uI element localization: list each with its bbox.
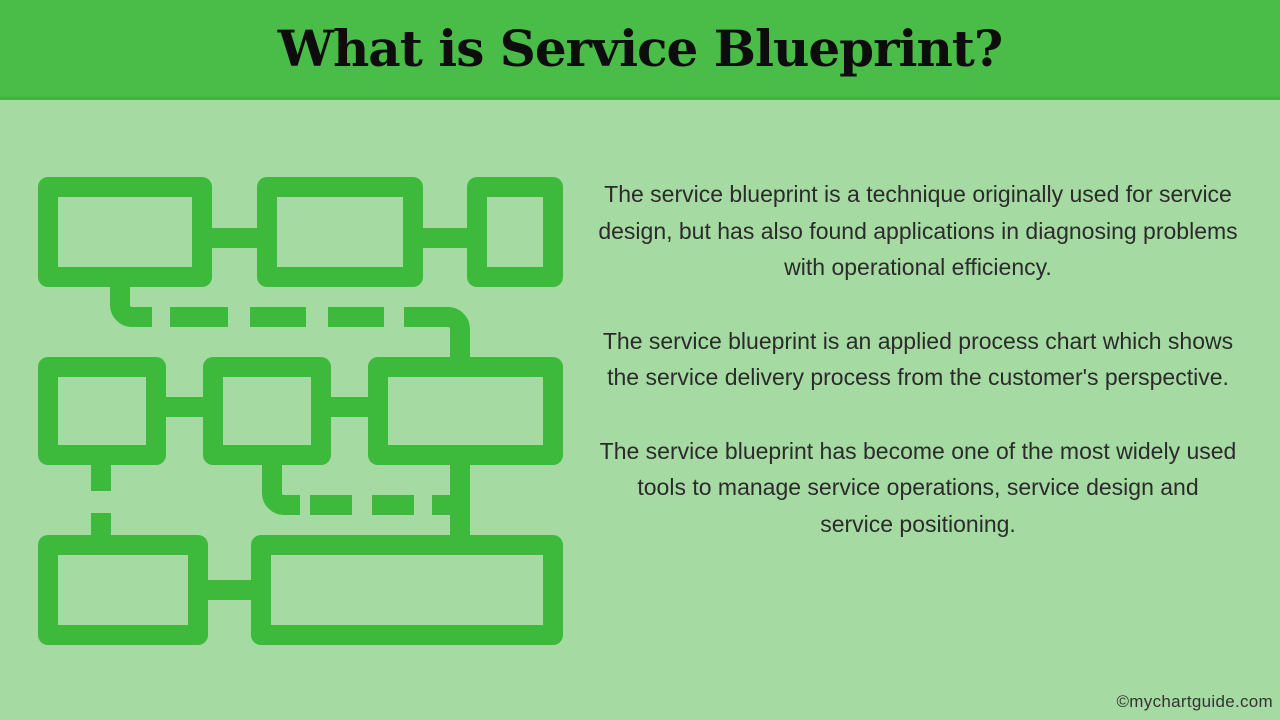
paragraph-2: The service blueprint is an applied proc… bbox=[602, 327, 1234, 391]
copyright-text: ©mychartguide.com bbox=[1116, 692, 1273, 711]
paragraph-1: The service blueprint is a technique ori… bbox=[598, 181, 1238, 280]
header-bar: What is Service Blueprint? bbox=[0, 0, 1280, 100]
page-title: What is Service Blueprint? bbox=[277, 19, 1003, 78]
text-column: The service blueprint is a technique ori… bbox=[598, 176, 1238, 542]
flowchart-icon bbox=[38, 177, 563, 645]
paragraph-3: The service blueprint has become one of … bbox=[599, 437, 1237, 537]
